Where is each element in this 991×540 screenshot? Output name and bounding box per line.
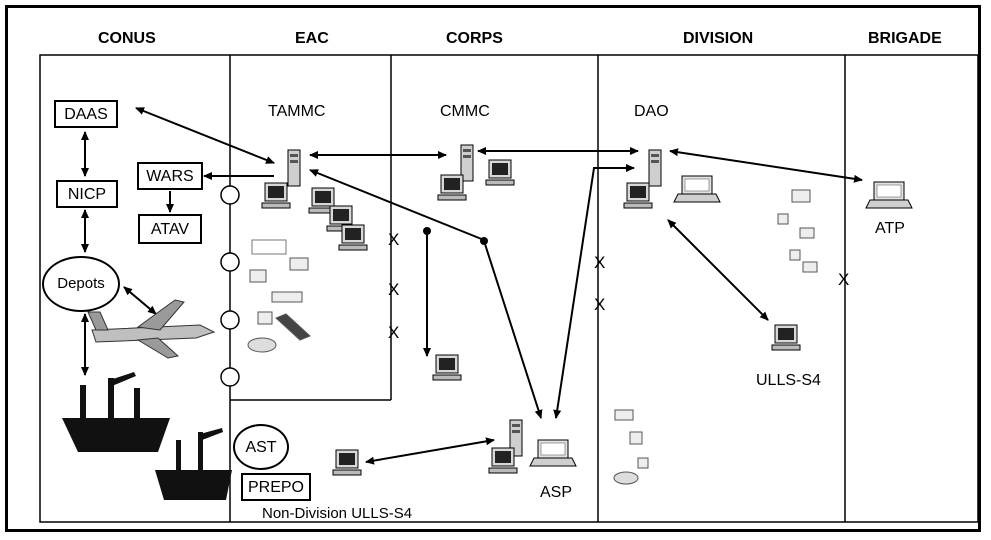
ast-oval: AST: [233, 424, 289, 470]
asp-label: ASP: [540, 484, 573, 501]
column-header-corps: CORPS: [446, 30, 503, 47]
node-circle: [220, 367, 240, 387]
cmmc-label: CMMC: [440, 103, 490, 120]
column-header-eac: EAC: [295, 30, 329, 47]
node-circle: [220, 185, 240, 205]
atp-label: ATP: [875, 220, 905, 237]
aircraft-illustration: [87, 299, 216, 359]
column-header-conus: CONUS: [98, 30, 156, 47]
column-header-brigade: BRIGADE: [868, 30, 942, 47]
ship-illustration: [62, 372, 170, 452]
node-circle: [220, 252, 240, 272]
nicp-box: NICP: [56, 180, 118, 208]
depots-oval: Depots: [42, 256, 120, 312]
atav-box: ATAV: [138, 214, 202, 244]
break-marker: X: [838, 270, 850, 289]
node-circle: [220, 310, 240, 330]
daas-box: DAAS: [54, 100, 118, 128]
ulls-s4-label: ULLS-S4: [756, 372, 821, 389]
break-marker: X: [388, 323, 400, 342]
break-marker: X: [594, 295, 606, 314]
dao-label: DAO: [634, 103, 669, 120]
break-marker: X: [388, 230, 400, 249]
ship-illustration: [155, 428, 232, 500]
wars-box: WARS: [137, 162, 203, 190]
prepo-box: PREPO: [241, 473, 311, 501]
break-marker: X: [594, 253, 606, 272]
tammc-label: TAMMC: [268, 103, 326, 120]
non-division-ulls-s4-label: Non-Division ULLS-S4: [262, 505, 413, 522]
diagram-frame: [5, 5, 981, 532]
column-header-division: DIVISION: [683, 30, 754, 47]
inner-border: [39, 54, 979, 523]
break-marker: X: [388, 280, 400, 299]
